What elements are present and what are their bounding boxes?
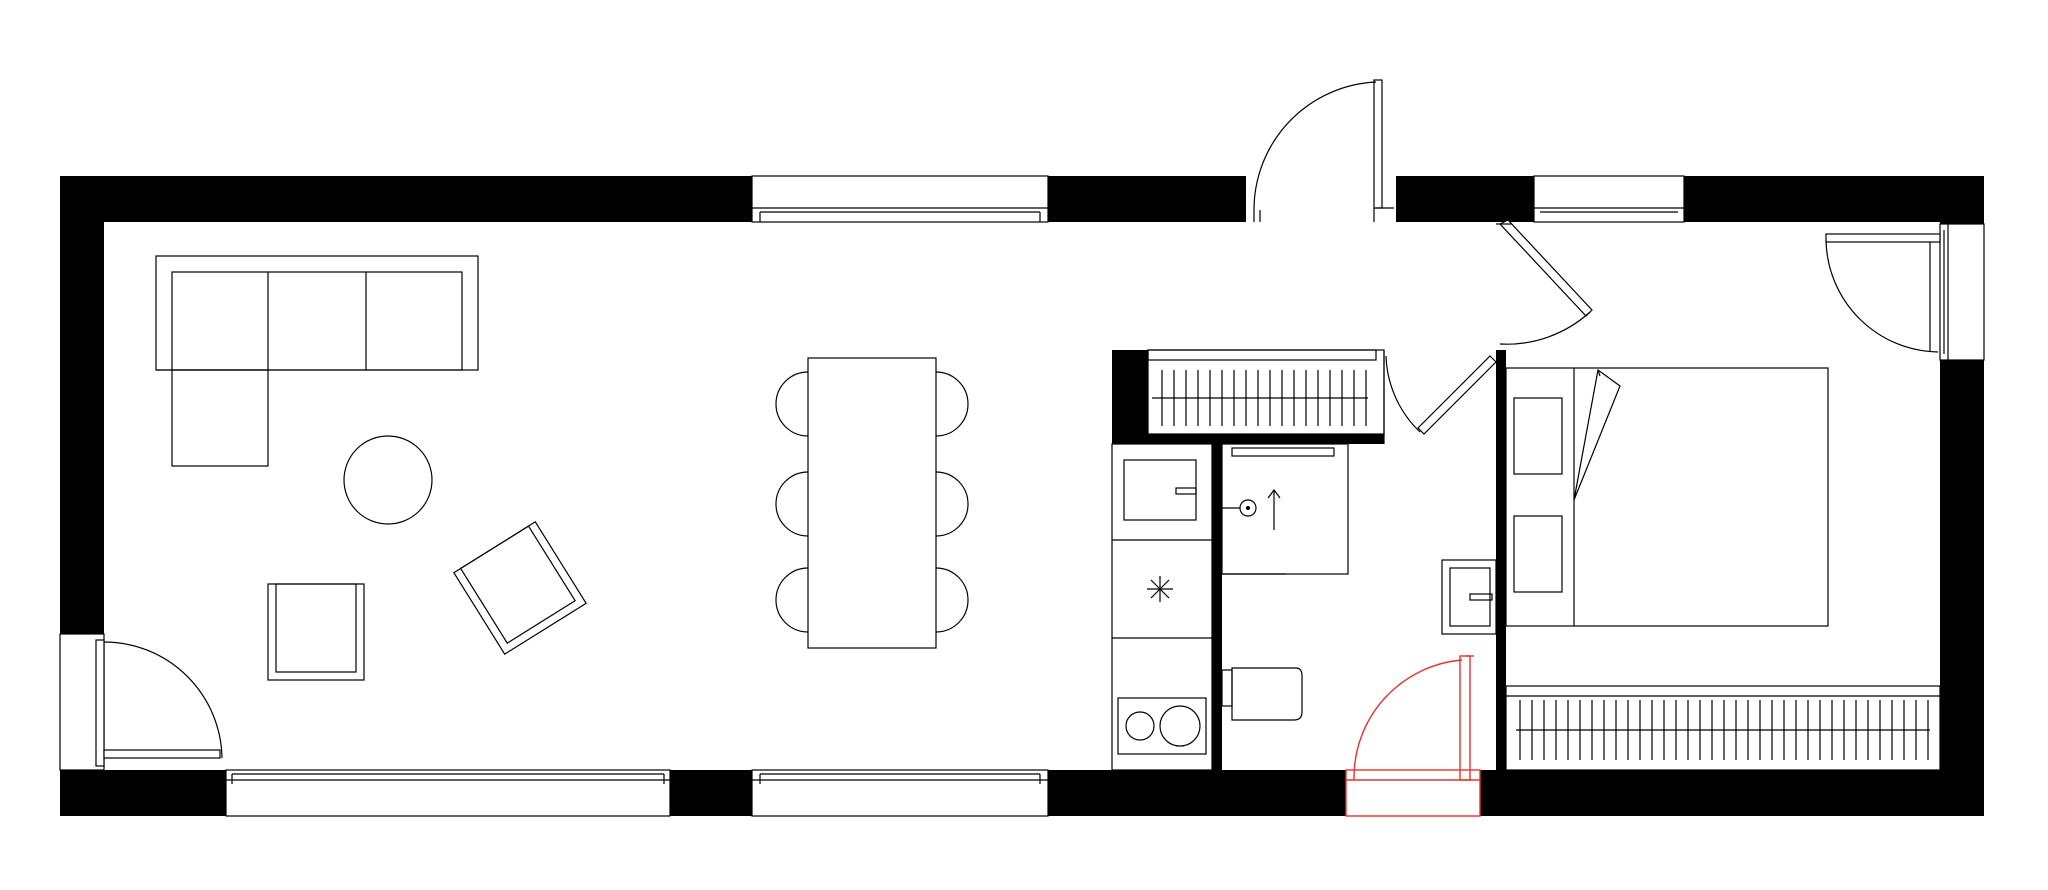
bedroom [1505,367,1829,627]
wall-right [1940,360,1984,816]
bed [1505,367,1829,627]
wall-bath-left [1212,444,1222,770]
armchair-front [267,583,365,681]
wall-kitchen-block [1112,350,1148,444]
wall-top-left [60,176,752,222]
toilet-icon [1221,667,1303,721]
windows [225,175,1985,817]
cooktop-icon [1117,697,1207,755]
door-left-garden [59,633,223,771]
armchair-rotated [453,521,587,655]
chair-left-3 [775,567,809,633]
dining-area [775,357,969,649]
bathroom [1221,443,1497,721]
shower [1221,443,1349,575]
door-bathroom-exterior [1345,655,1481,817]
coffee-table [343,435,433,525]
sink-icon [1441,559,1497,635]
dining-table [807,357,937,649]
window-right-bedroom [1939,223,1985,361]
door-bathroom [1383,350,1497,444]
hangers [1161,370,1367,426]
window-top-bedroom [1533,175,1685,223]
chair-right-2 [935,471,969,537]
wardrobe-top [1147,349,1385,435]
window-top-living [751,175,1049,223]
pillow-2 [1513,515,1563,593]
wall-right-top [1940,176,1984,224]
exterior-walls [60,176,1984,816]
wall-wardrobe-bottom [1112,434,1384,444]
interior-walls [1112,350,1506,770]
wall-bedroom-left [1496,350,1506,770]
kitchen [1111,443,1213,771]
sofa-l-shape [155,255,479,467]
window-bottom-left [225,769,671,817]
sink-icon [1123,459,1197,521]
wall-top-right-a [1396,176,1534,222]
wall-bottom-a [60,770,226,816]
chair-left-1 [775,371,809,437]
wall-top-mid [1048,176,1246,222]
door-bedroom-balcony [1825,233,1941,353]
hangers [1519,700,1929,760]
wardrobe-bedroom [1505,685,1941,771]
shower-drain-icon [1222,499,1257,517]
asterisk-icon [1147,576,1173,602]
door-entrance [1253,79,1394,222]
wall-top-right-b [1684,176,1984,222]
arrow-up-icon [1267,489,1281,530]
door-bedroom [1496,219,1593,345]
wall-bedroom-left-cap [1496,350,1502,360]
chair-right-3 [935,567,969,633]
living-room [155,255,587,681]
kitchen-counter [1111,443,1213,771]
wall-bottom-c [1048,770,1346,816]
wall-bottom-d [1480,770,1984,816]
doors [59,79,1941,817]
wall-left [60,176,104,634]
window-bottom-center [751,769,1049,817]
pillow-1 [1513,397,1563,475]
chair-right-1 [935,371,969,437]
chair-left-2 [775,471,809,537]
wall-bottom-b [670,770,752,816]
